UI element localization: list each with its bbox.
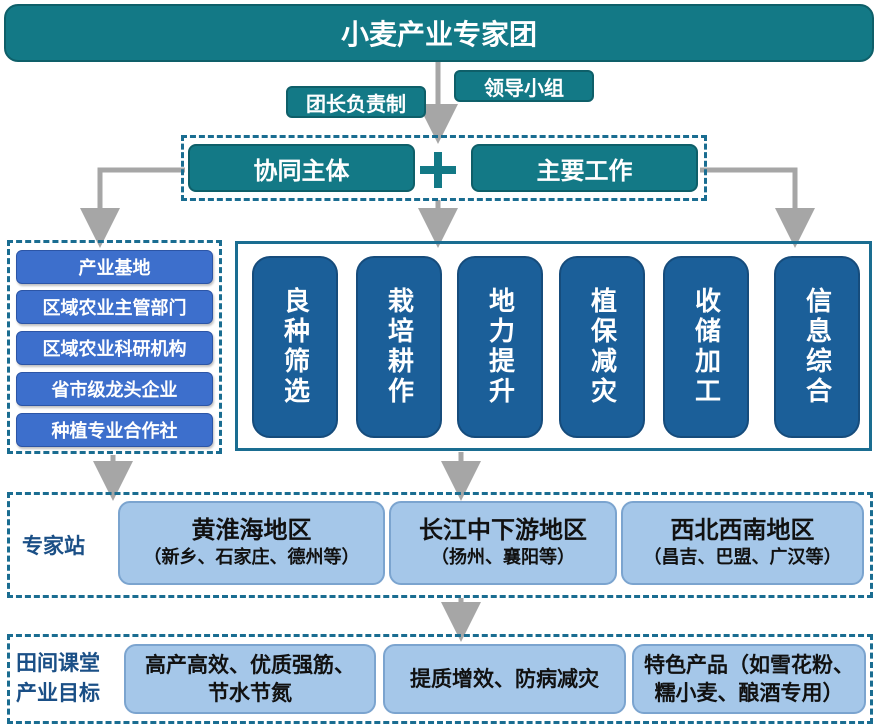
goal-card: 高产高效、优质强筋、 节水节氮 (124, 644, 376, 714)
goal-line: 节水节氮 (208, 681, 292, 705)
goal-line: 提质增效、防病减灾 (410, 667, 599, 691)
works-frame (235, 241, 872, 451)
arrow-to-subjects (80, 167, 185, 248)
arrow-to-works-right (700, 167, 815, 248)
goal-card: 特色产品（如雪花粉、 糯小麦、酿酒专用） (632, 644, 866, 714)
middle-frame (181, 135, 707, 201)
leader-responsibility-tag: 团长负责制 (286, 86, 426, 118)
work-card: 植保减灾 (559, 256, 645, 438)
subject-item: 区域农业科研机构 (16, 331, 213, 365)
subject-item: 种植专业合作社 (16, 413, 213, 447)
stations-frame (7, 492, 873, 598)
work-card: 地力提升 (457, 256, 543, 438)
goal-line: 高产高效、优质强筋、 (145, 653, 355, 677)
work-card: 收储加工 (663, 256, 749, 438)
subjects-frame (7, 240, 222, 454)
region-card: 长江中下游地区 （扬州、襄阳等） (389, 501, 617, 585)
subject-item: 产业基地 (16, 250, 213, 284)
subject-item: 省市级龙头企业 (16, 372, 213, 406)
stations-label: 专家站 (22, 534, 85, 558)
region-cities: （昌吉、巴盟、广汉等） (643, 547, 842, 568)
plus-icon (420, 152, 456, 188)
goal-card: 提质增效、防病减灾 (383, 644, 626, 714)
goals-label-line2: 产业目标 (16, 681, 100, 705)
region-cities: （新乡、石家庄、德州等） (143, 547, 360, 568)
goal-line: 糯小麦、酿酒专用） (654, 681, 844, 705)
page-title: 小麦产业专家团 (4, 4, 874, 62)
subject-item: 区域农业主管部门 (16, 290, 213, 324)
work-card: 信息综合 (774, 256, 860, 438)
leading-group-tag: 领导小组 (454, 70, 594, 102)
goals-label-line1: 田间课堂 (16, 651, 100, 675)
goals-frame (7, 634, 873, 724)
region-cities: （扬州、襄阳等） (431, 547, 575, 568)
work-card: 栽培耕作 (356, 256, 442, 438)
main-work-box: 主要工作 (471, 144, 698, 192)
region-card: 黄淮海地区 （新乡、石家庄、德州等） (118, 501, 385, 585)
region-name: 长江中下游地区 (419, 516, 587, 544)
region-card: 西北西南地区 （昌吉、巴盟、广汉等） (621, 501, 864, 585)
region-name: 黄淮海地区 (191, 516, 312, 544)
goal-line: 特色产品（如雪花粉、 (644, 653, 854, 677)
work-card: 良种筛选 (252, 256, 338, 438)
collaborative-subjects-box: 协同主体 (188, 144, 415, 192)
goals-label: 田间课堂 产业目标 (16, 648, 100, 708)
region-name: 西北西南地区 (670, 516, 815, 544)
